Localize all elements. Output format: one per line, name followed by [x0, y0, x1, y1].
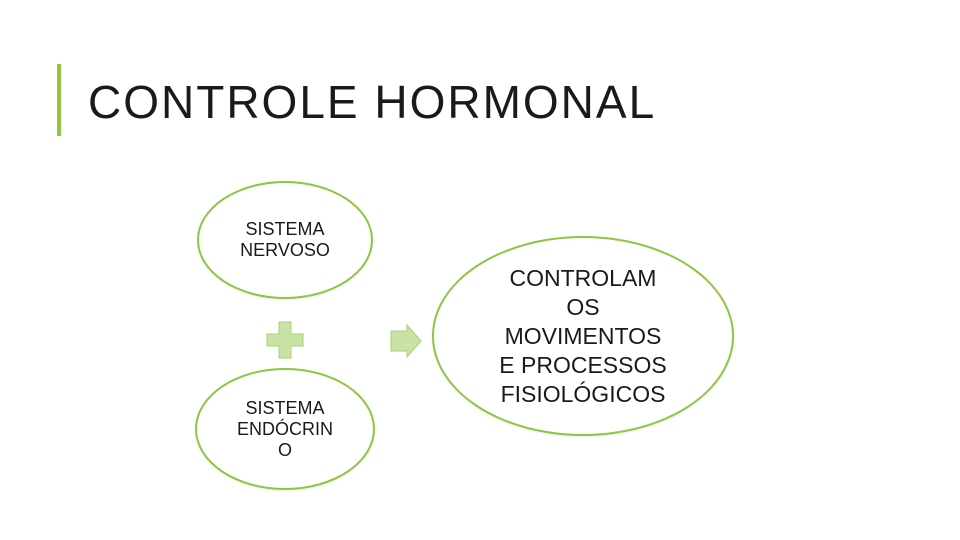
title-accent-bar — [57, 64, 61, 136]
node-sistema-nervoso-label: SISTEMA NERVOSO — [240, 219, 330, 260]
node-sistema-nervoso: SISTEMA NERVOSO — [197, 181, 373, 299]
plus-icon — [266, 321, 304, 359]
slide-title: CONTROLE HORMONAL — [88, 76, 657, 128]
node-sistema-endocrino: SISTEMA ENDÓCRIN O — [195, 368, 375, 490]
node-result-label: CONTROLAM OS MOVIMENTOS E PROCESSOS FISI… — [499, 264, 667, 407]
arrow-right-icon — [390, 324, 422, 358]
node-result: CONTROLAM OS MOVIMENTOS E PROCESSOS FISI… — [432, 236, 734, 436]
node-sistema-endocrino-label: SISTEMA ENDÓCRIN O — [236, 397, 333, 460]
